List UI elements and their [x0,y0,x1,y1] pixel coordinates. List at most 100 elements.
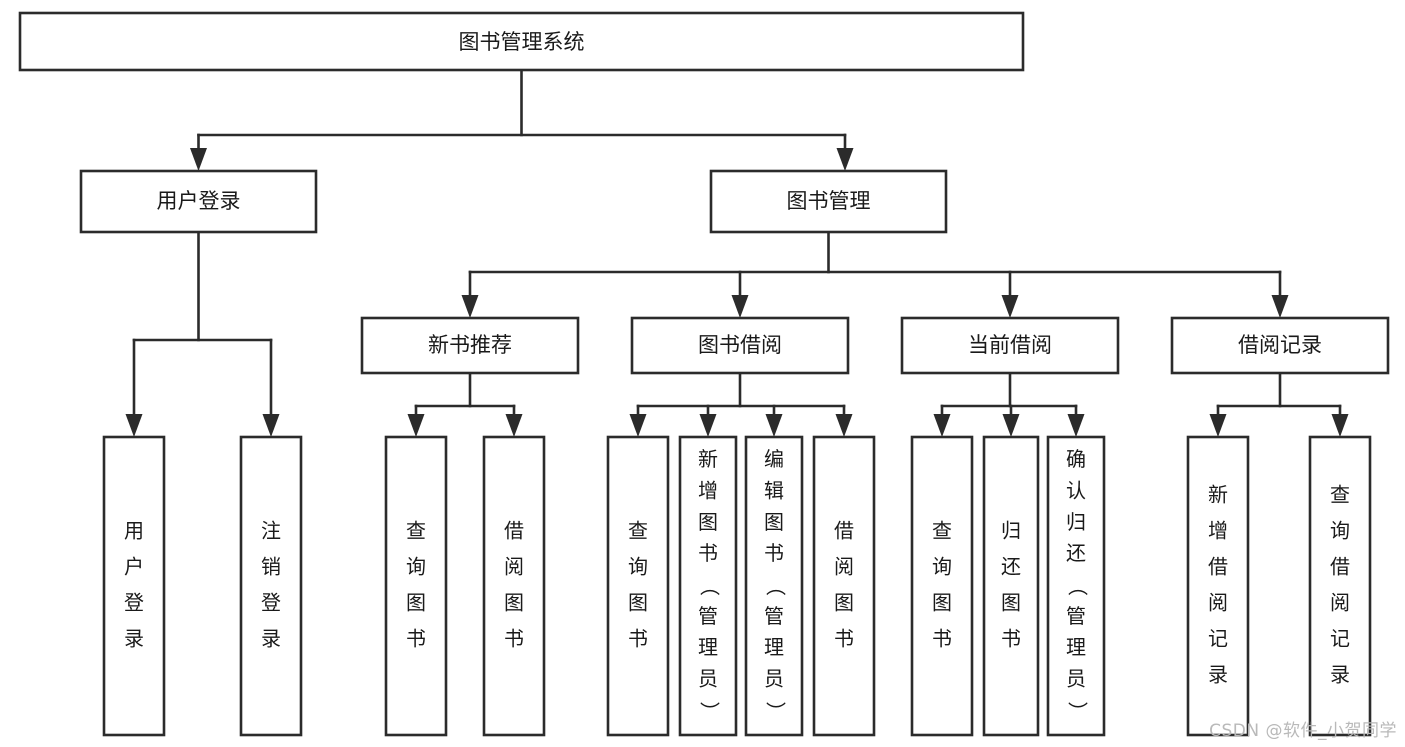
label-char: 图 [834,591,854,615]
node-leaf-query-record-box[interactable] [1308,435,1372,737]
node-book-management[interactable]: 图书管理 [709,169,948,234]
label-char: 阅 [504,555,524,579]
node-leaf-borrow-book-2-box[interactable] [812,435,876,737]
label-char: 查 [1330,483,1350,507]
label-char: 管 [698,604,718,628]
arrow-to-leaf-confirm-return [1067,414,1085,437]
label-char: 新 [1208,483,1228,507]
label-char: 增 [698,479,718,503]
node-root-box[interactable] [18,11,1025,72]
label-char: 归 [1001,519,1021,543]
node-leaf-query-book-2-box[interactable] [606,435,670,737]
arrow-to-leaf-query-book-3 [933,414,951,437]
label-char: 借 [1330,555,1350,579]
node-user-login-label: 用户登录 [157,189,241,213]
label-char: 录 [124,627,144,651]
node-user-login-box[interactable] [79,169,318,234]
arrow-to-leaf-query-record [1331,414,1349,437]
label-char: 注 [261,519,281,543]
node-leaf-user-login-box[interactable] [102,435,166,737]
arrow-to-leaf-borrow-book-2 [835,414,853,437]
node-leaf-confirm-return-box[interactable] [1046,435,1106,737]
label-char: 书 [628,627,648,651]
label-char: ） [1066,701,1090,721]
label-char: 管 [1066,604,1086,628]
arrow-to-leaf-user-logout [262,414,280,437]
node-book-borrow[interactable]: 图书借阅 [630,316,850,375]
node-leaf-query-book-3-box[interactable] [910,435,974,737]
node-book-borrow-box[interactable] [630,316,850,375]
label-char: 询 [628,555,648,579]
node-leaf-return-book-box[interactable] [982,435,1040,737]
node-leaf-query-book-1-box[interactable] [384,435,448,737]
label-char: 图 [764,510,784,534]
node-new-book-recommend[interactable]: 新书推荐 [360,316,580,375]
arrow-to-leaf-borrow-book-1 [505,414,523,437]
node-user-login[interactable]: 用户登录 [79,169,318,234]
arrow-to-leaf-add-book [699,414,717,437]
label-char: 理 [764,635,784,659]
arrow-to-new-book-recommend [461,295,479,318]
label-char: （ [698,576,722,596]
label-char: 书 [698,541,718,565]
node-leaf-add-record-box[interactable] [1186,435,1250,737]
node-root[interactable]: 图书管理系统 [18,11,1025,72]
label-char: （ [764,576,788,596]
arrow-to-borrow-record [1271,295,1289,318]
arrow-to-leaf-user-login [125,414,143,437]
node-leaf-user-logout-box[interactable] [239,435,303,737]
node-leaf-edit-book-box[interactable] [744,435,804,737]
label-char: 还 [1001,555,1021,579]
label-char: 员 [764,667,784,691]
label-char: 借 [504,519,524,543]
node-current-borrow-box[interactable] [900,316,1120,375]
label-char: 借 [834,519,854,543]
node-leaf-borrow-book-1-box[interactable] [482,435,546,737]
node-current-borrow[interactable]: 当前借阅 [900,316,1120,375]
label-char: 编 [764,447,784,471]
label-char: 询 [406,555,426,579]
label-char: ） [698,701,722,721]
label-char: 新 [698,447,718,471]
node-borrow-record-box[interactable] [1170,316,1390,375]
label-char: 阅 [1330,591,1350,615]
node-leaf-add-book-box[interactable] [678,435,738,737]
label-char: 借 [1208,555,1228,579]
node-book-management-box[interactable] [709,169,948,234]
label-char: 还 [1066,541,1086,565]
leaf-text-layer: 用户登录注销登录查询图书借阅图书查询图书新增图书（管理员）编辑图书（管理员）借阅… [124,447,1350,721]
label-char: 用 [124,519,144,543]
node-borrow-record[interactable]: 借阅记录 [1170,316,1390,375]
label-char: 书 [1001,627,1021,651]
label-char: 员 [698,667,718,691]
node-new-book-recommend-label: 新书推荐 [428,333,512,357]
arrow-to-leaf-return-book [1002,414,1020,437]
csdn-watermark: CSDN @软件_小贺同学 [1209,721,1397,741]
label-char: 书 [504,627,524,651]
label-char: 录 [1208,663,1228,687]
node-current-borrow-label: 当前借阅 [968,333,1052,357]
label-char: 增 [1208,519,1228,543]
arrow-to-leaf-add-record [1209,414,1227,437]
label-char: 理 [1066,635,1086,659]
label-char: （ [1066,576,1090,596]
label-char: 登 [261,591,281,615]
label-char: 图 [698,510,718,534]
label-char: 记 [1330,627,1350,651]
label-char: 录 [1330,663,1350,687]
label-char: 询 [932,555,952,579]
node-new-book-recommend-box[interactable] [360,316,580,375]
label-char: 查 [932,519,952,543]
